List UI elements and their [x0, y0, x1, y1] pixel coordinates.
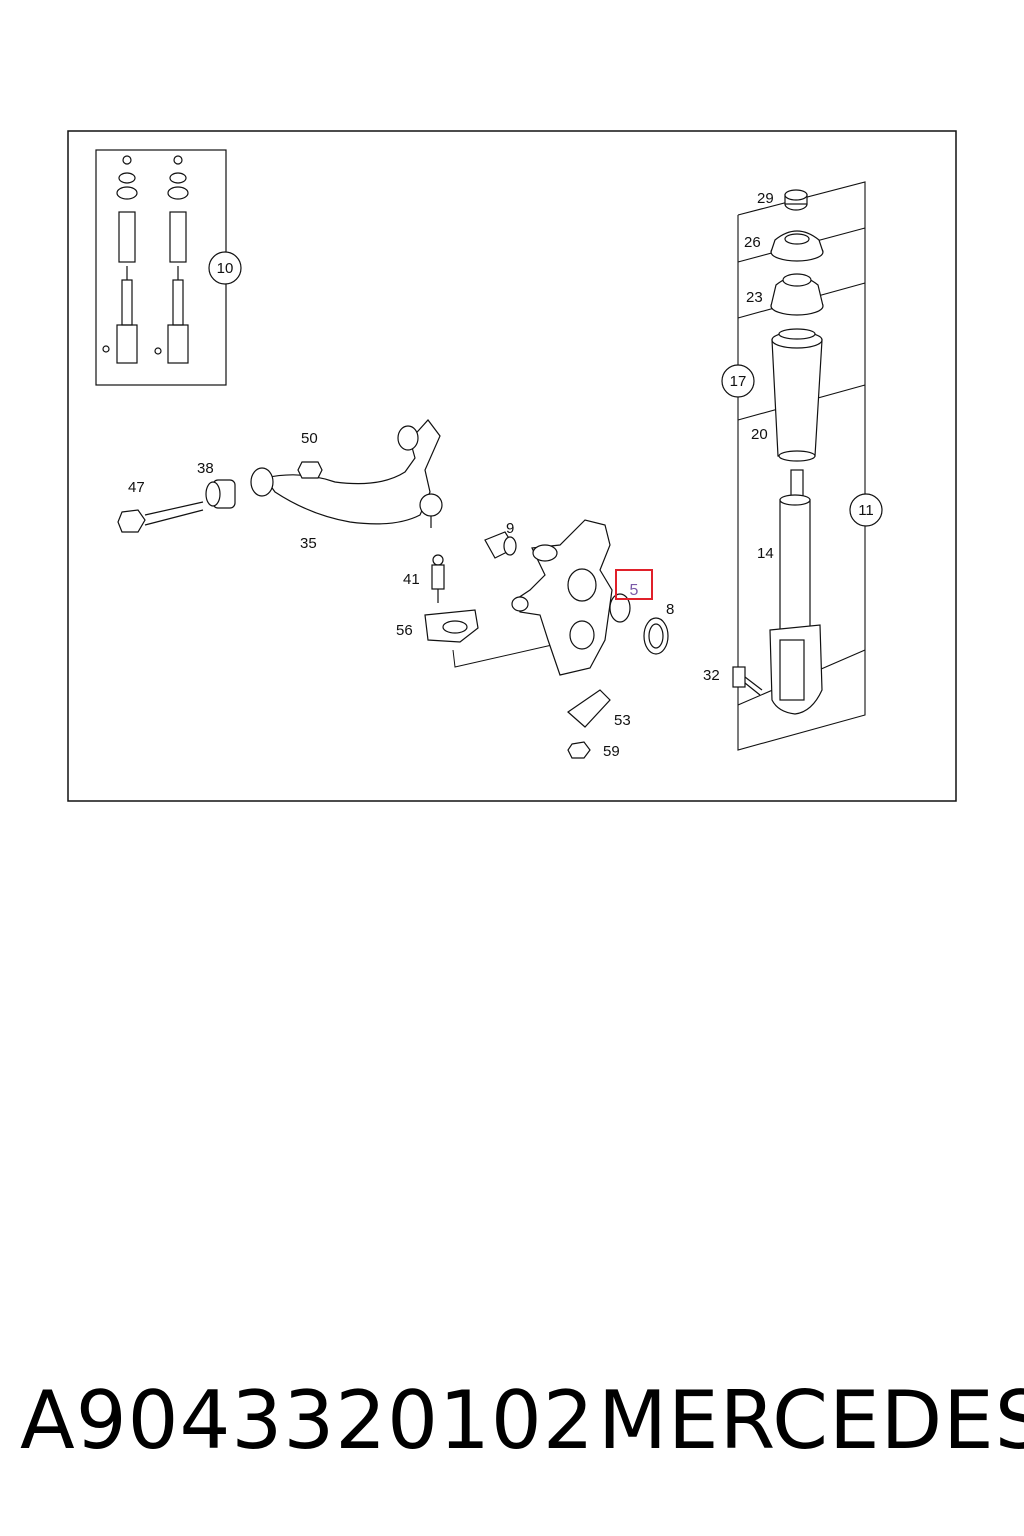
label-50: 50 — [301, 430, 318, 447]
part-5-steering-knuckle — [511, 519, 631, 676]
callout-circle-17 — [721, 364, 755, 398]
label-26: 26 — [744, 234, 761, 251]
brand-name: MERCEDES — [598, 1374, 1024, 1467]
label-23: 23 — [746, 289, 763, 306]
part-9-bushing — [484, 531, 517, 559]
part-59-nut — [567, 741, 591, 759]
label-29: 29 — [757, 190, 774, 207]
label-47: 47 — [128, 479, 145, 496]
label-9: 9 — [506, 520, 514, 537]
callout-circle-10 — [208, 251, 242, 285]
label-41: 41 — [403, 571, 420, 588]
label-53: 53 — [614, 712, 631, 729]
footer: A9043320102 MERCEDES — [0, 1366, 1024, 1476]
part-50-nut — [297, 461, 323, 479]
part-23-bump-stop — [770, 273, 824, 316]
label-10: 10 — [217, 260, 234, 277]
part-14-shock-absorber — [769, 469, 823, 715]
label-11: 11 — [858, 502, 874, 519]
label-8: 8 — [666, 601, 674, 618]
part-29-nut — [784, 189, 808, 211]
inset-strut-pair — [95, 149, 227, 386]
label-35: 35 — [300, 535, 317, 552]
label-17: 17 — [730, 373, 747, 390]
highlight-box-5 — [615, 569, 653, 600]
part-number: A9043320102 — [20, 1374, 595, 1467]
part-20-dust-boot — [771, 328, 823, 462]
label-5: 5 — [630, 582, 639, 599]
label-20: 20 — [751, 426, 768, 443]
part-8-seal-ring — [643, 617, 669, 655]
leader-56 — [452, 644, 553, 668]
label-59: 59 — [603, 743, 620, 760]
part-35-upper-control-arm — [250, 419, 443, 528]
part-53-plate — [567, 689, 611, 728]
label-38: 38 — [197, 460, 214, 477]
part-56-bracket — [424, 609, 479, 643]
part-41-ball-joint — [431, 554, 445, 603]
label-14: 14 — [757, 545, 774, 562]
callout-circle-11 — [849, 493, 883, 527]
part-38-bushing — [205, 479, 236, 509]
part-32-bolt — [732, 666, 763, 696]
label-56: 56 — [396, 622, 413, 639]
label-32: 32 — [703, 667, 720, 684]
part-47-bolt — [117, 501, 204, 533]
part-26-top-mount — [770, 230, 824, 262]
